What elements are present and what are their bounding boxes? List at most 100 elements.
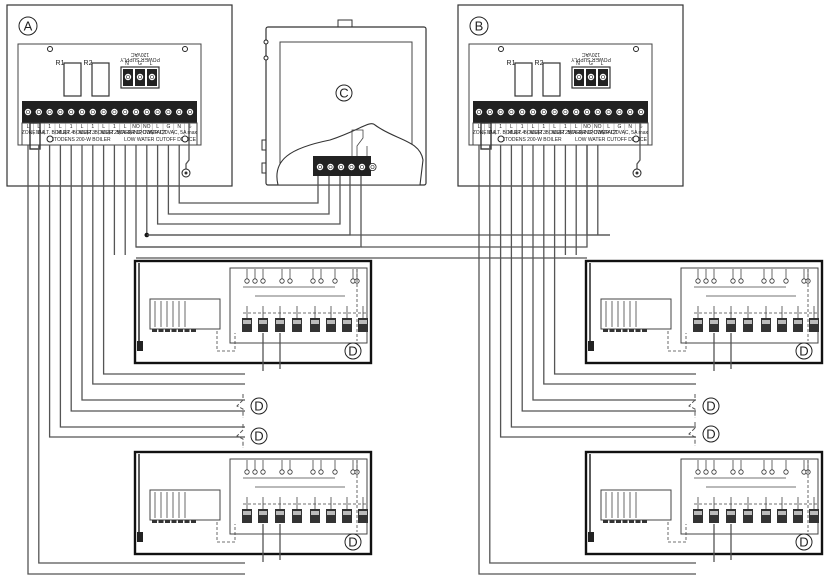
ps-terminal-g: G [138, 61, 142, 67]
relay-r2-label: R2 [84, 60, 93, 67]
relay-coil-icon [730, 278, 736, 284]
module-terminal-block [709, 509, 719, 523]
relay-r1 [514, 62, 533, 97]
terminal-screw-icon [131, 108, 140, 117]
power-supply-title: POWER SUPPLY [120, 56, 160, 62]
terminal-screw-icon [135, 73, 144, 82]
relay-coil-icon [761, 469, 767, 475]
module-connector [588, 341, 594, 351]
relay-coil-icon [703, 278, 709, 284]
relay-coil-icon [279, 278, 285, 284]
relay-coil-icon [252, 469, 258, 475]
module-terminal-block [793, 318, 803, 332]
wire [178, 145, 319, 204]
terminal-group-label: POWER 120VAC, 5A max [139, 130, 197, 136]
module-connector [588, 532, 594, 542]
section-label-lwco: LOW WATER CUTOFF DEVICE [124, 137, 197, 143]
relay-r2 [542, 62, 561, 97]
terminal-label: NO [583, 124, 591, 130]
terminal-screw-icon [88, 108, 97, 117]
relay-r2-label: R2 [535, 60, 544, 67]
terminal-screw-icon [326, 162, 335, 171]
module-terminal-block [275, 318, 285, 332]
terminal-screw-icon [110, 108, 119, 117]
relay-coil-icon [318, 469, 324, 475]
zone-module-d: D [133, 450, 373, 562]
terminal-group-label: MULT. BOILER 3 [508, 130, 546, 136]
terminal-screw-icon [586, 73, 595, 82]
terminal-screw-icon [99, 108, 108, 117]
callout-d-label: D [348, 344, 357, 359]
module-terminal-block [761, 509, 771, 523]
wire [38, 145, 245, 564]
module-terminal-block [342, 509, 352, 523]
ps-terminal-g: G [589, 61, 593, 67]
relay-r2 [91, 62, 110, 97]
break-symbol-icon [688, 422, 696, 446]
terminal-label: 1 [113, 124, 116, 130]
break-symbol-icon [236, 394, 244, 418]
relay-coil-icon [260, 278, 266, 284]
module-terminal-block [793, 509, 803, 523]
terminal-screw-icon [626, 108, 635, 117]
callout-a: A [18, 16, 38, 36]
relay-r1-label: R1 [56, 60, 65, 67]
module-terminal-block [809, 509, 819, 523]
module-terminal-block [777, 318, 787, 332]
callout-b-label: B [475, 19, 484, 34]
terminal-group-label: MULT. BOILER 2 [79, 130, 117, 136]
relay-coil-icon [769, 278, 775, 284]
terminal-label: NO [132, 124, 140, 130]
break-symbol-icon [236, 424, 244, 448]
module-terminal-block [242, 509, 252, 523]
relay-coil-icon [279, 469, 285, 475]
terminal-label: L [37, 124, 40, 130]
terminal-group-label: MULT. BOILER 4 [36, 130, 74, 136]
terminal-screw-icon [507, 108, 516, 117]
terminal-label: 1 [521, 124, 524, 130]
relay-coil-icon [252, 278, 258, 284]
terminal-screw-icon [593, 108, 602, 117]
callout-c: C [335, 84, 353, 102]
module-terminal-block [693, 318, 703, 332]
relay-coil-icon [332, 278, 338, 284]
module-terminal-block [726, 509, 736, 523]
terminal-label: L [156, 124, 159, 130]
jumper [480, 122, 492, 150]
terminal-group-label: WARNING CONTACT [568, 130, 617, 136]
terminal-label: 1 [70, 124, 73, 130]
callout-d-label: D [706, 427, 715, 442]
relay-coil-icon [318, 278, 324, 284]
terminal-group-label: WARNING CONTACT [117, 130, 166, 136]
terminal-screw-icon [336, 162, 345, 171]
terminal-group-label: MULT. BOILER 2 [530, 130, 568, 136]
relay-r1 [63, 62, 82, 97]
module-terminal-block [809, 318, 819, 332]
zone-module-d: D [584, 450, 824, 562]
callout-d [795, 533, 813, 551]
wire [489, 145, 696, 564]
terminal-label: 1 [499, 124, 502, 130]
terminal-screw-icon [575, 73, 584, 82]
relay-coil-icon [769, 469, 775, 475]
terminal-screw-icon [142, 108, 151, 117]
terminal-screw-icon [185, 108, 194, 117]
callout-d-label: D [706, 399, 715, 414]
terminal-screw-icon [474, 108, 483, 117]
callout-d-label: D [254, 399, 263, 414]
terminal-group-label: MULT. BOILER 4 [487, 130, 525, 136]
zone-module-reference: D [236, 394, 268, 418]
terminal-screw-icon [153, 108, 162, 117]
terminal-strip [22, 101, 197, 123]
callout-c-label: C [339, 86, 348, 101]
wiring [27, 145, 696, 575]
wire [478, 145, 696, 575]
terminal-label: L [81, 124, 84, 130]
terminal-screw-icon [78, 108, 87, 117]
terminal-label: L [59, 124, 62, 130]
terminal-screw-icon [598, 73, 607, 82]
relay-coil-icon [783, 469, 789, 475]
wire [70, 145, 245, 412]
